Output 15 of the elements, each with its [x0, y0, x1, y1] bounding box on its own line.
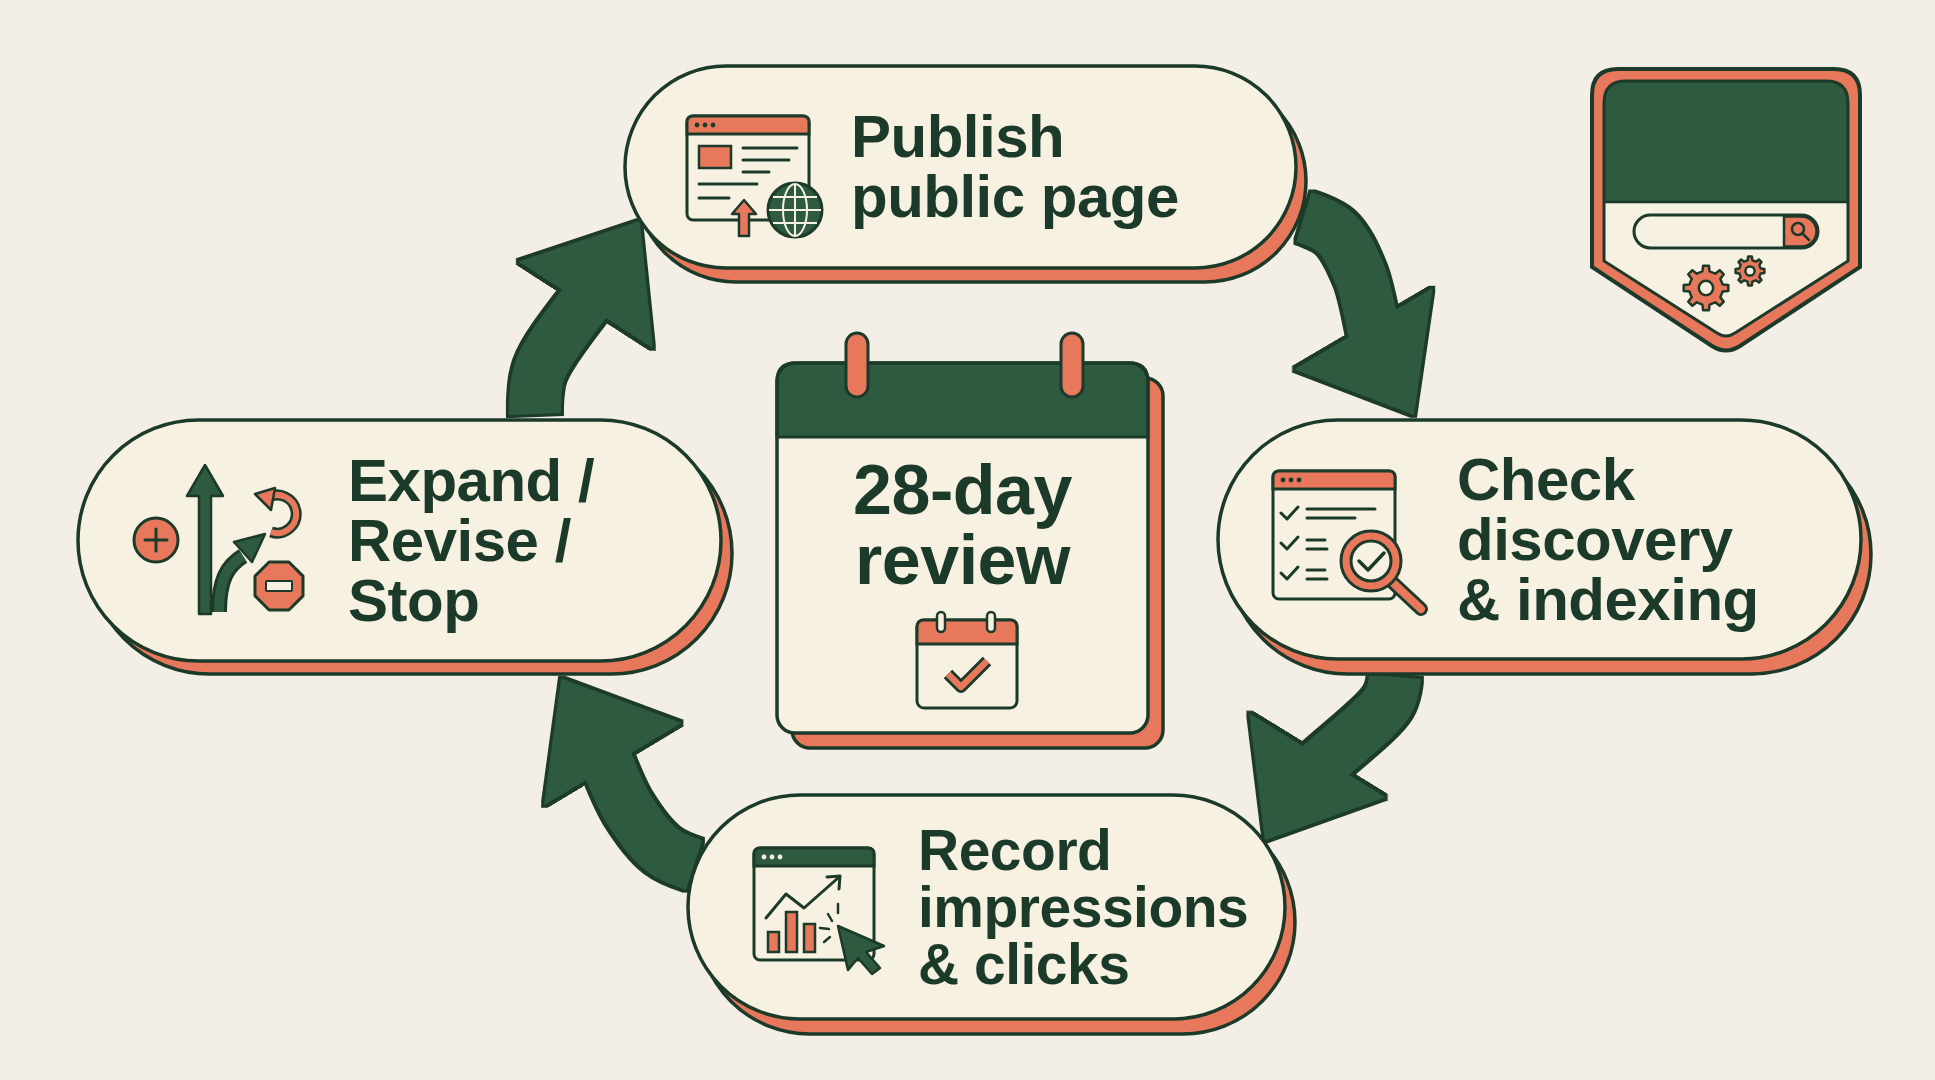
- curved-arrow: [1249, 674, 1421, 841]
- step-pill: [685, 792, 1298, 1037]
- step-pill: [1215, 417, 1874, 677]
- shield-badge: [1587, 64, 1865, 355]
- step-label: Check discovery & indexing: [1457, 449, 1760, 630]
- step-label: Publish public page: [851, 107, 1180, 227]
- step-pill: [622, 63, 1309, 285]
- step-pill: [75, 417, 735, 677]
- calendar-card: [774, 330, 1166, 751]
- curved-arrow: [508, 220, 653, 415]
- step-label: Record impressions & clicks: [918, 821, 1250, 993]
- curved-arrow: [543, 678, 703, 890]
- step-label: Expand / Revise / Stop: [348, 450, 596, 631]
- curved-arrow: [1294, 192, 1433, 415]
- step-label: 28-day review: [852, 455, 1073, 595]
